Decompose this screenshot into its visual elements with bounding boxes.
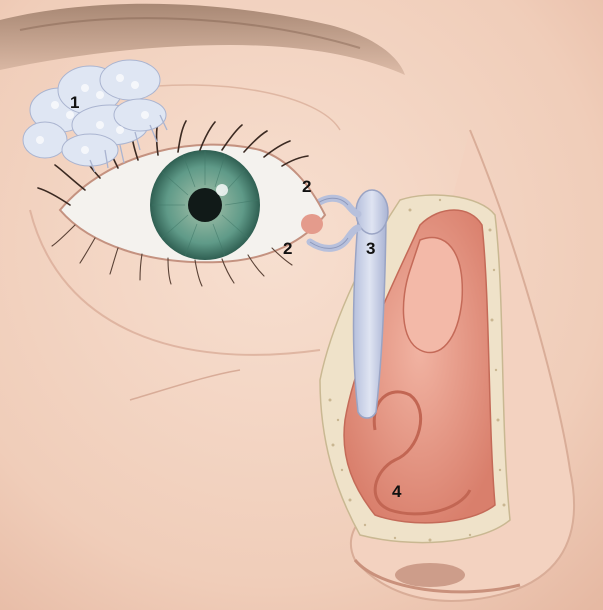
caruncle [301,214,323,234]
label-lower-punctum: 2 [283,239,292,258]
label-lacrimal-gland: 1 [70,93,79,112]
label-lacrimal-sac: 3 [366,239,375,258]
label-nasolacrimal-duct-opening: 4 [392,482,402,501]
nostril [395,563,465,587]
label-upper-punctum: 2 [302,177,311,196]
eye-highlight [216,184,228,196]
